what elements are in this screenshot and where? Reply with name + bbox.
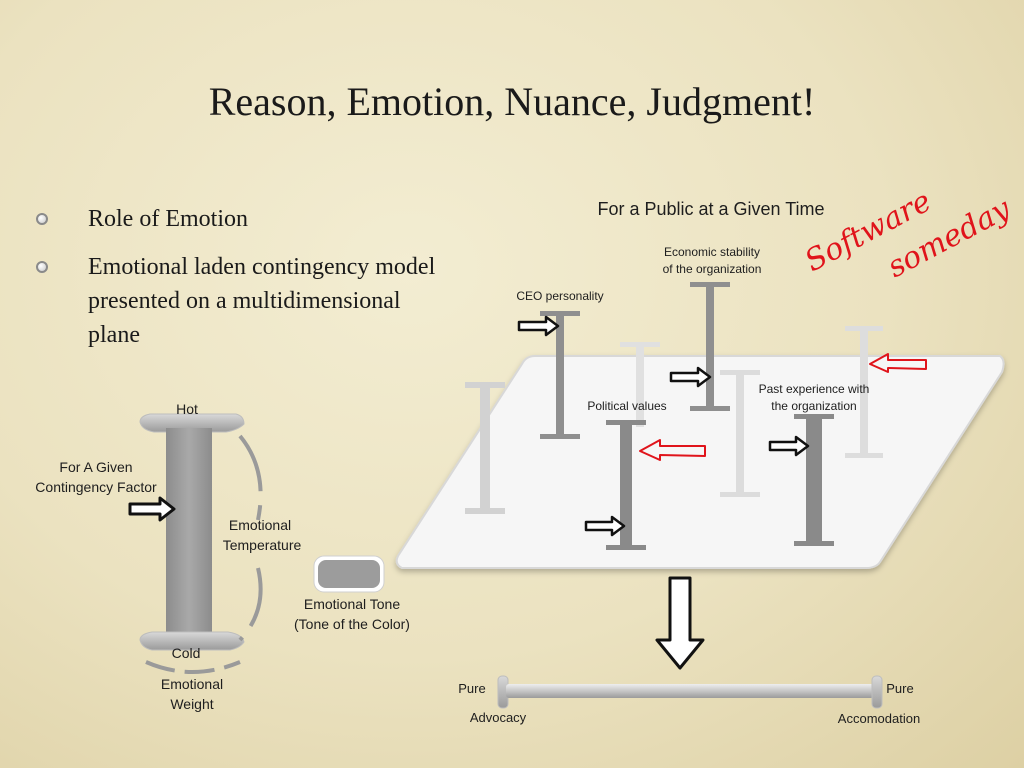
factor-arrow-icon	[128, 496, 176, 522]
temperature-brace	[238, 434, 263, 642]
faint-pillar	[845, 326, 883, 458]
emotional-tone-swatch	[313, 555, 385, 593]
faint-pillar	[620, 342, 660, 427]
handwritten-annotation: Software someday	[799, 184, 1017, 285]
bullet-icon	[36, 261, 48, 273]
ceo-pillar	[540, 311, 580, 439]
temperature-bar	[139, 413, 245, 651]
pure-accommodation-label-line2: Accomodation	[838, 711, 920, 726]
weight-label-line1: Emotional	[161, 676, 223, 692]
economic-label-line2: of the organization	[663, 262, 762, 276]
political-arrow-icon	[584, 515, 626, 537]
political-pillar	[606, 420, 646, 550]
weight-brace	[145, 660, 241, 674]
past-experience-label-line1: Past experience with	[759, 382, 870, 396]
bullet-icon	[36, 213, 48, 225]
hot-label: Hot	[176, 401, 198, 417]
red-arrow-icon	[639, 439, 706, 461]
economic-arrow-icon	[669, 366, 712, 388]
past-experience-arrow-icon	[768, 435, 810, 457]
economic-pillar	[690, 282, 730, 411]
pure-advocacy-label-line2: Advocacy	[470, 710, 527, 725]
faint-pillar	[720, 370, 760, 497]
pure-accommodation-label-line1: Pure	[886, 681, 913, 696]
tone-label-line2: (Tone of the Color)	[294, 616, 410, 632]
down-arrow-icon	[655, 576, 705, 670]
economic-label-line1: Economic stability	[664, 245, 760, 259]
ceo-label: CEO personality	[516, 289, 603, 303]
pure-advocacy-label-line1: Pure	[458, 681, 485, 696]
factor-label-line1: For A Given	[59, 459, 132, 475]
past-experience-label-line2: the organization	[771, 399, 856, 413]
bullet-text: Emotional laden contingency model presen…	[88, 254, 436, 348]
contingency-plane	[395, 355, 1005, 569]
weight-label-line2: Weight	[170, 696, 213, 712]
red-arrow-icon	[869, 353, 927, 373]
bullet-list: Role of Emotion Emotional laden continge…	[36, 202, 456, 366]
tone-label-line1: Emotional Tone	[304, 596, 400, 612]
slide-title: Reason, Emotion, Nuance, Judgment!	[208, 79, 816, 124]
ceo-arrow-icon	[517, 315, 560, 337]
past-experience-pillar	[794, 414, 834, 546]
bullet-item: Role of Emotion	[36, 202, 456, 236]
bullet-item: Emotional laden contingency model presen…	[36, 250, 456, 352]
temperature-label-line1: Emotional	[229, 517, 291, 533]
advocacy-accommodation-continuum	[497, 675, 883, 709]
temperature-label-line2: Temperature	[223, 537, 302, 553]
factor-label-line2: Contingency Factor	[35, 479, 157, 495]
faint-pillar	[465, 382, 505, 514]
plane-title: For a Public at a Given Time	[597, 199, 824, 219]
cold-label: Cold	[172, 645, 201, 661]
bullet-text: Role of Emotion	[88, 206, 248, 232]
political-label: Political values	[587, 399, 666, 413]
